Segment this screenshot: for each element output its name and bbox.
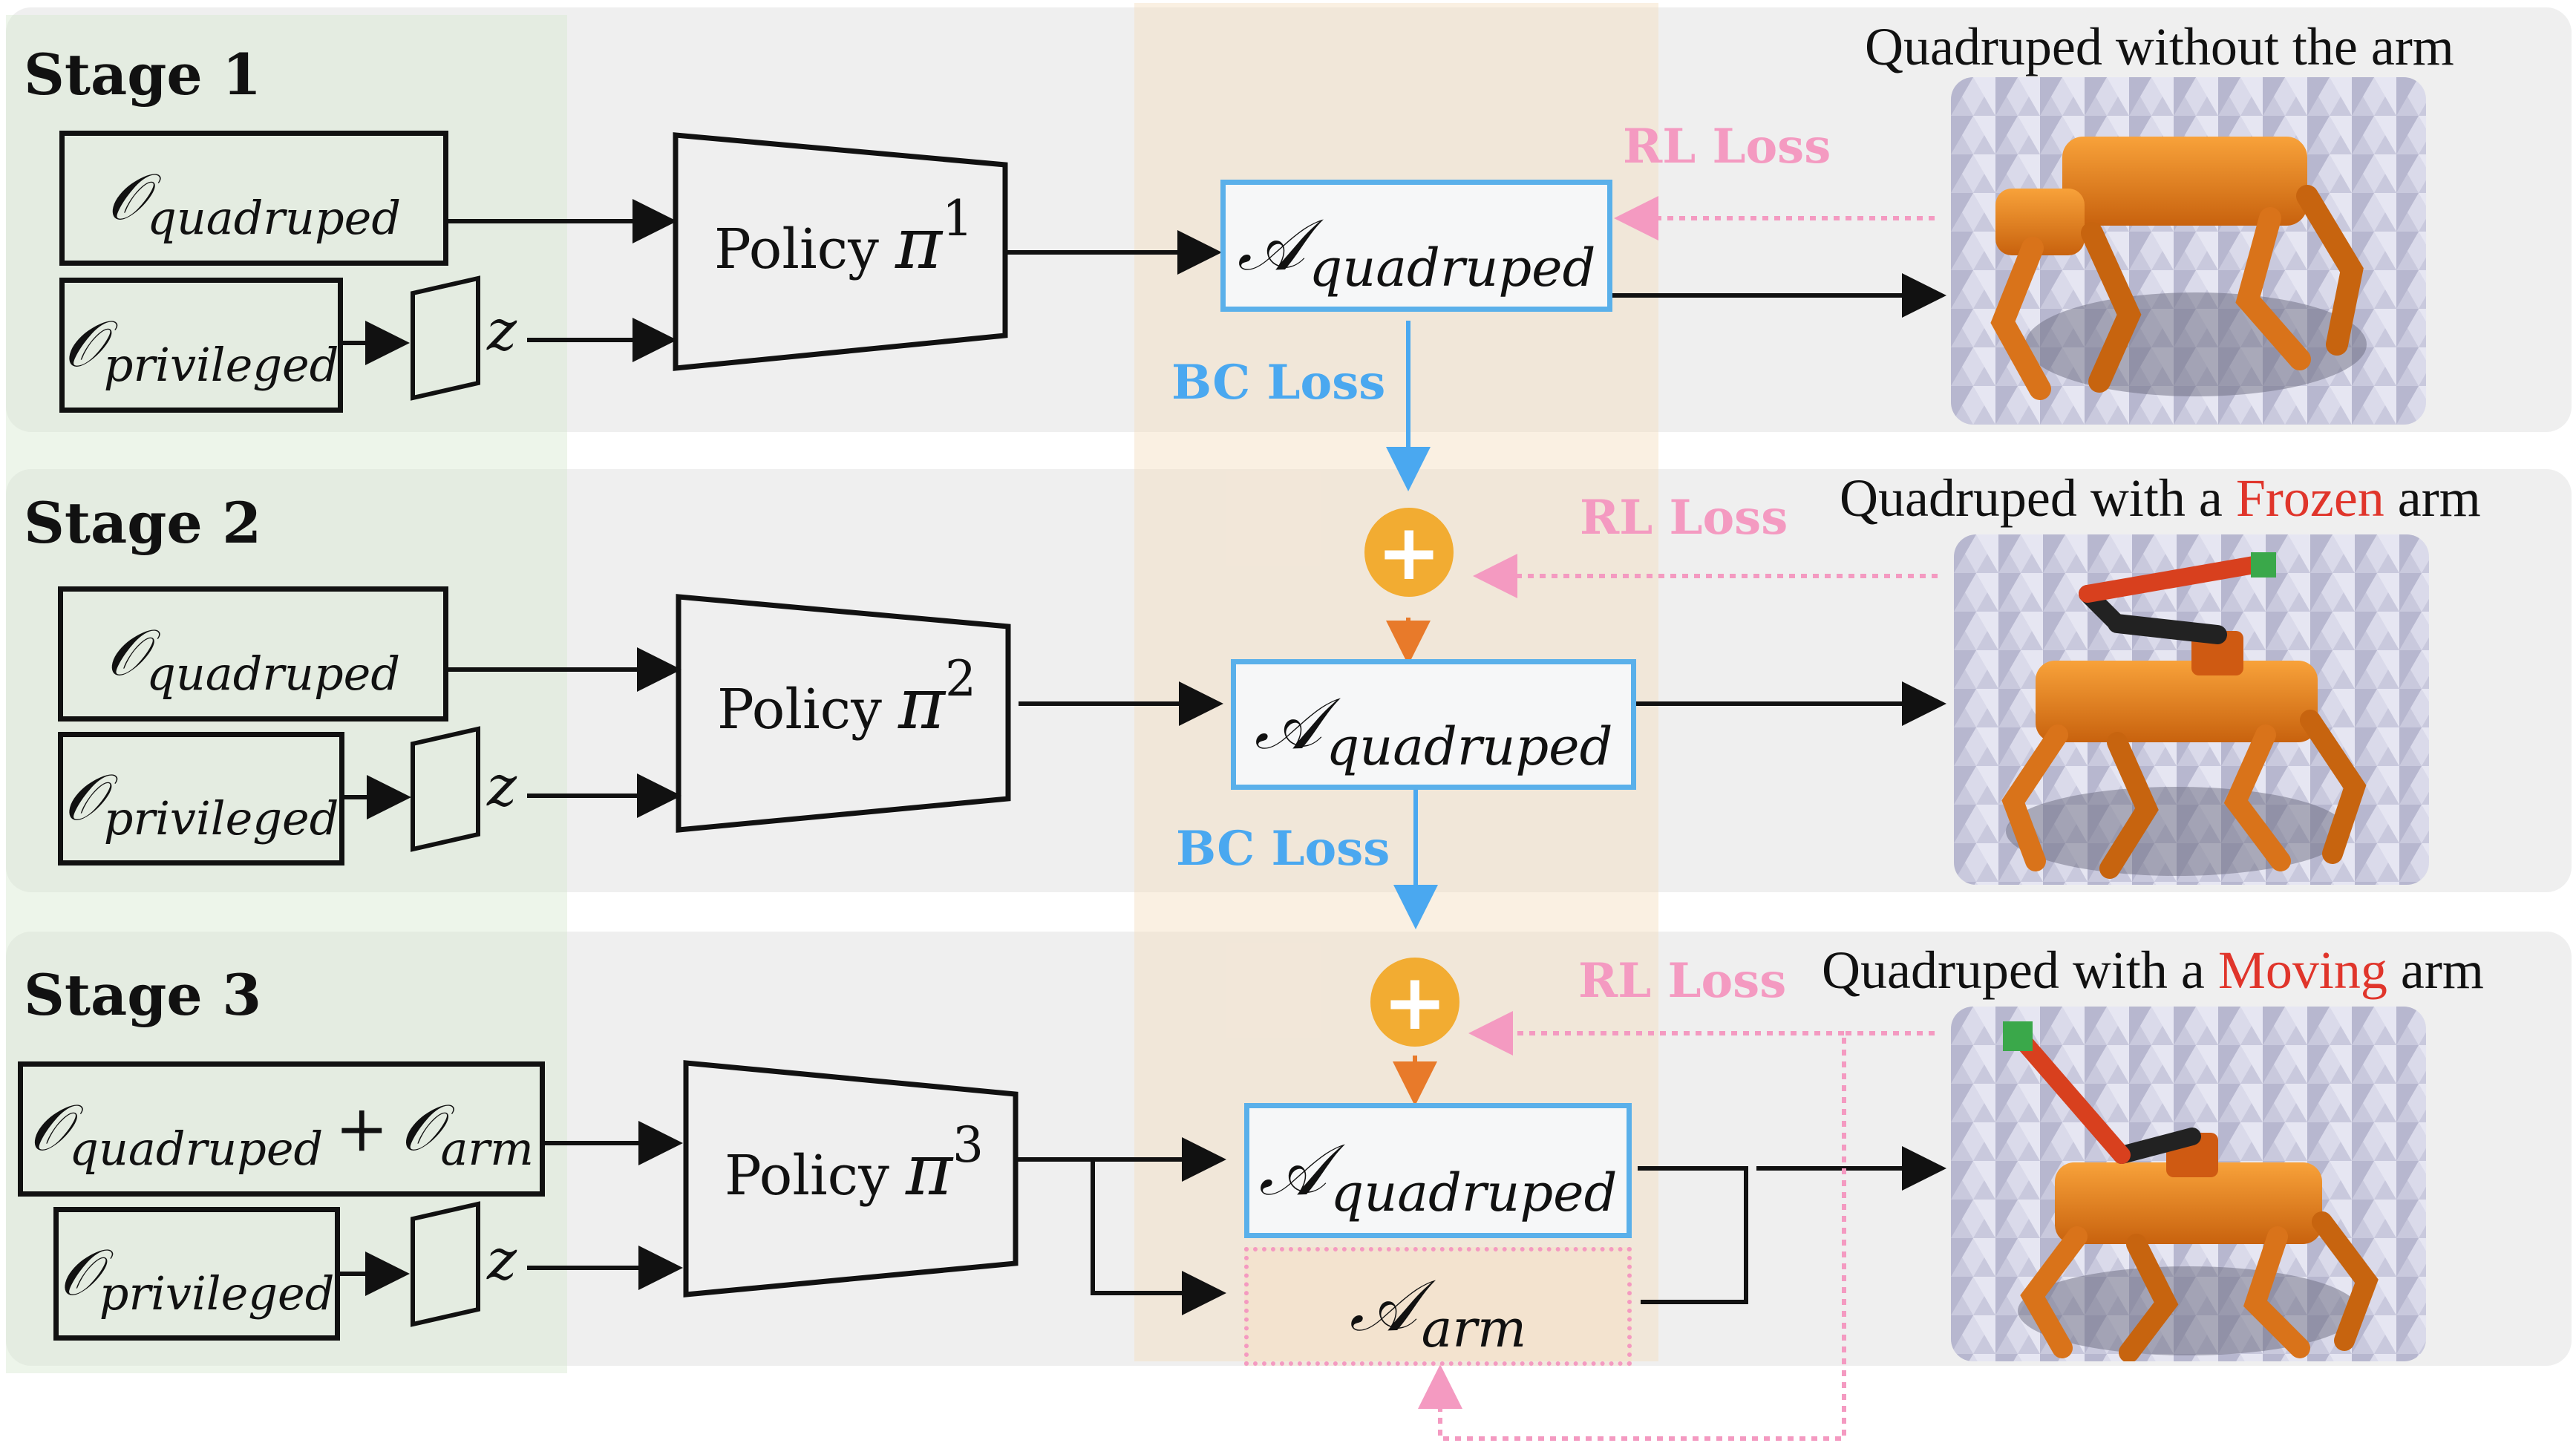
obs-subscript: quadruped (146, 646, 401, 701)
obs-subscript: quadruped (147, 190, 402, 245)
stage-3-title: Stage 3 (24, 962, 262, 1028)
robot-image-frozen-arm (1954, 534, 2429, 885)
rl-loss-3: RL Loss (1578, 953, 1787, 1009)
obs-plus: + (335, 1092, 389, 1166)
policy-word: Policy (714, 217, 879, 281)
action-symbol: 𝒜 (1258, 1128, 1327, 1211)
action-symbol: 𝒜 (1237, 203, 1305, 287)
action-symbol: 𝒜 (1254, 682, 1322, 765)
rl-loss-2: RL Loss (1580, 490, 1788, 546)
pi-symbol: π (905, 1128, 953, 1211)
bc-loss-2: BC Loss (1176, 821, 1390, 877)
robot-image-moving-arm (1951, 1007, 2426, 1361)
obs-subscript: privileged (99, 1266, 335, 1321)
caption-text: Quadruped with a (1822, 940, 2218, 1000)
policy-superscript: 1 (942, 190, 974, 247)
policy-superscript: 2 (945, 650, 977, 707)
obs-symbol-arm: 𝒪 (400, 1091, 441, 1165)
bc-loss-1: BC Loss (1171, 355, 1386, 410)
encoder-2-shape (411, 726, 480, 852)
caption-tail: arm (2384, 468, 2481, 528)
action-symbol: 𝒜 (1349, 1264, 1417, 1347)
obs-symbol: 𝒪 (63, 761, 104, 835)
caption-stage-2: Quadruped with a Frozen arm (1840, 468, 2481, 529)
policy-word: Policy (725, 1144, 889, 1208)
action-subscript: quadruped (1309, 238, 1596, 298)
latent-z-1: z (487, 297, 517, 363)
encoder-1-shape (411, 275, 480, 401)
plus-circle-3: + (1370, 958, 1459, 1047)
latent-z-2: z (487, 753, 517, 819)
pi-symbol: π (898, 662, 946, 745)
caption-text: Quadruped with a (1840, 468, 2236, 528)
obs-subscript: privileged (103, 791, 339, 845)
policy-3-shape (683, 1060, 1019, 1298)
action-subscript: arm (1421, 1298, 1527, 1359)
caption-stage-3: Quadruped with a Moving arm (1822, 940, 2484, 1001)
caption-text: Quadruped without the arm (1865, 17, 2454, 76)
robot-image-no-arm (1951, 77, 2426, 425)
rl-loss-1: RL Loss (1623, 119, 1831, 174)
obs-symbol: 𝒪 (106, 160, 148, 235)
obs-subscript: quadruped (69, 1121, 324, 1176)
policy-1-shape (673, 132, 1008, 371)
latent-z-3: z (487, 1226, 517, 1292)
caption-highlight: Frozen (2235, 468, 2384, 528)
obs-symbol: 𝒪 (63, 307, 104, 382)
action-subscript: quadruped (1330, 1162, 1618, 1223)
caption-highlight: Moving (2217, 940, 2387, 1000)
policy-superscript: 3 (952, 1116, 984, 1174)
obs-symbol: 𝒪 (59, 1236, 99, 1310)
caption-tail: arm (2387, 940, 2484, 1000)
obs-subscript-arm: arm (440, 1121, 534, 1176)
obs-subscript: privileged (103, 337, 339, 392)
obs-symbol: 𝒪 (29, 1091, 70, 1165)
observation-band (6, 15, 567, 1373)
action-subscript: quadruped (1326, 716, 1613, 777)
encoder-3-shape (411, 1201, 480, 1327)
policy-2-shape (676, 594, 1011, 833)
pi-symbol: π (895, 202, 943, 285)
policy-word: Policy (717, 678, 882, 742)
caption-stage-1: Quadruped without the arm (1865, 16, 2454, 78)
plus-circle-2: + (1364, 508, 1454, 597)
stage-2-title: Stage 2 (24, 490, 262, 556)
obs-symbol: 𝒪 (105, 616, 147, 690)
stage-1-title: Stage 1 (24, 42, 262, 108)
